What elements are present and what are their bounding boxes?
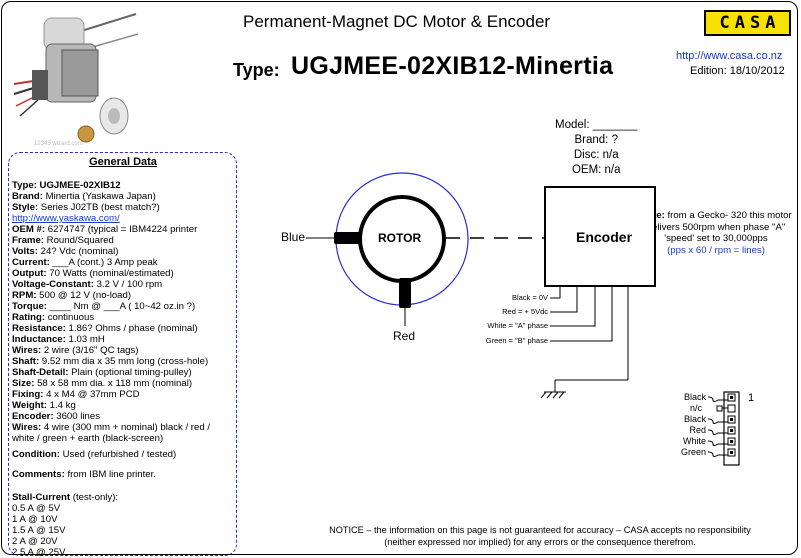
spec-line: 0.5 A @ 5V — [12, 503, 61, 514]
spec-line: Shaft-Detail: Plain (optional timing-pul… — [12, 367, 192, 378]
spec-line: Volts: 24? Vdc (nominal) — [12, 246, 119, 257]
disc-field: Disc: n/a — [573, 149, 619, 161]
spec-line: Resistance: 1.86? Ohms / phase (nominal) — [12, 323, 198, 334]
page-title: Permanent-Magnet DC Motor & Encoder — [243, 12, 551, 31]
spec-line: Current: ___A (cont.) 3 Amp peak — [12, 257, 158, 268]
spec-line: 2.5 A @ 25V — [12, 547, 66, 558]
pin-label-4: Red — [689, 425, 706, 435]
spec-line: Encoder: 3600 lines — [12, 411, 100, 422]
spec-line: Frame: Round/Squared — [12, 235, 114, 246]
wire-green — [550, 286, 613, 342]
brand-field: Brand: ? — [574, 134, 618, 146]
red-wire-label: Red — [393, 329, 416, 343]
model-field: Model: _______ — [555, 119, 638, 131]
encoder-box — [544, 186, 656, 287]
spec-line: 1.5 A @ 15V — [12, 525, 66, 536]
lines-formula: (pps x 60 / rpm = lines) — [667, 244, 765, 256]
pin-label-3: Black — [683, 414, 706, 424]
spec-line: Shaft: 9.52 mm dia x 35 mm long (cross-h… — [12, 356, 209, 367]
pin-label-2: n/c — [689, 403, 702, 413]
spec-line: Brand: Minertia (Yaskawa Japan) — [12, 191, 156, 202]
spec-line: Fixing: 4 x M4 @ 37mm PCD — [12, 389, 140, 400]
spec-line: 1 A @ 10V — [12, 514, 58, 525]
spec-line: Stall-Current (test-only): — [12, 492, 119, 503]
wire-red — [550, 286, 578, 313]
blue-wire-label: Blue — [281, 230, 306, 244]
pin-label-1: Black — [683, 392, 706, 402]
spec-line: Rating: continuous — [12, 312, 95, 323]
nc-pin-marker — [716, 405, 723, 412]
spec-line: Weight: 1.4 kg — [12, 400, 76, 411]
spec-line: Condition: Used (refurbished / tested) — [12, 449, 177, 460]
wire-black — [550, 286, 561, 299]
type-label: Type: — [233, 60, 280, 80]
rotor-label: ROTOR — [378, 231, 422, 245]
spec-line[interactable]: http://www.yaskawa.com/ — [12, 213, 120, 224]
spec-line: Torque: ____ Nm @ ___A ( 10~42 oz.in ?) — [12, 301, 196, 312]
pin-leads — [707, 396, 728, 457]
red-brush — [399, 278, 411, 308]
pin-label-6: Green — [680, 447, 706, 457]
encoder-label: Encoder — [576, 229, 633, 245]
ground-icon — [540, 391, 566, 399]
motor-photo — [13, 13, 138, 143]
general-data-heading: General Data — [89, 156, 157, 168]
edition-date: Edition: 18/10/2012 — [690, 65, 785, 77]
wire-label-green: Green = "B" phase — [485, 336, 548, 345]
wire-white — [550, 286, 596, 327]
spec-line: Comments: from IBM line printer. — [12, 469, 156, 480]
oem-field: OEM: n/a — [571, 164, 621, 176]
spec-line: Voltage-Constant: 3.2 V / 100 rpm — [12, 279, 163, 290]
wire-label-black: Black = 0V — [511, 293, 548, 302]
spec-line: Wires: 2 wire (3/16" QC tags) — [12, 345, 139, 356]
wire-label-white: White = "A" phase — [487, 321, 548, 330]
spec-line: OEM #: 6274747 (typical = IBM4224 printe… — [12, 224, 198, 235]
pin-label-5: White — [682, 436, 706, 446]
spec-line: white / green + earth (black-screen) — [12, 433, 164, 444]
spec-line: Inductance: 1.03 mH — [12, 334, 105, 345]
spec-line: Wires: 4 wire (300 mm + nominal) black /… — [12, 422, 211, 433]
website-link[interactable]: http://www.casa.co.nz — [676, 50, 783, 62]
spec-line: Size: 58 x 58 mm dia. x 118 mm (nominal) — [12, 378, 193, 389]
yaskawa-link[interactable]: http://www.yaskawa.com/ — [12, 213, 120, 224]
spec-line: 2 A @ 20V — [12, 536, 58, 547]
spec-line: Type: UGJMEE-02XIB12 — [12, 180, 121, 191]
model-info: Model: _______ Brand: ? Disc: n/a OEM: n… — [555, 118, 637, 178]
wire-label-red: Red = + 5Vdc — [502, 307, 548, 316]
type-value: UGJMEE-02XIB12-Minertia — [291, 52, 614, 80]
blue-brush — [334, 232, 362, 244]
spec-line: RPM: 500 @ 12 V (no-load) — [12, 290, 132, 301]
casa-logo: CASA — [704, 10, 791, 36]
disclaimer-notice: NOTICE – the information on this page is… — [329, 525, 751, 547]
photo-credit: 12345 wizard.com — [34, 141, 83, 147]
pin-one-marker: 1 — [748, 392, 755, 404]
spec-line: Output: 70 Watts (nominal/estimated) — [12, 268, 174, 279]
spec-line: Style: Series J02TB (best match?) — [12, 202, 160, 213]
general-data-panel — [8, 152, 237, 556]
